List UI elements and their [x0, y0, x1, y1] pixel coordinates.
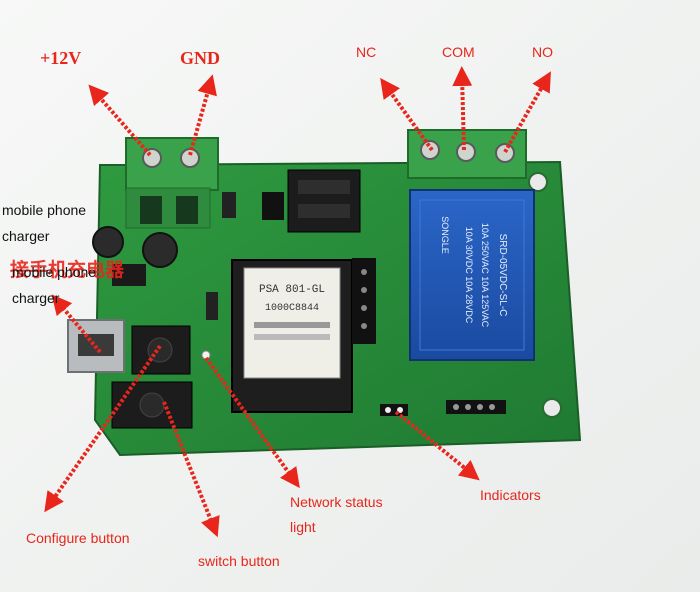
mount-hole: [542, 398, 562, 418]
screw-terminal: [180, 148, 200, 168]
label-nc: NC: [356, 44, 377, 60]
power-terminal-block: [125, 137, 219, 229]
module-model-text: PSA 801-GL: [259, 284, 325, 296]
relay: SRD-05VDC-SL-C 10A 250VAC 10A 125VAC 10A…: [409, 189, 535, 361]
arrow-com: [452, 66, 473, 151]
wifi-module: PSA 801-GL 1000C8844: [231, 258, 376, 413]
mount-hole: [528, 172, 548, 192]
arrow-indicators: [394, 410, 480, 481]
arrow-no: [503, 71, 551, 153]
module-serial-text: 1000C8844: [265, 303, 319, 314]
label-no: NO: [532, 44, 553, 60]
relay-terminal-block: [407, 129, 527, 179]
relay-brand-text: SONGLE: [440, 216, 450, 254]
label-network-status-line2: light: [290, 519, 316, 535]
capacitors: [92, 226, 178, 286]
indicator-leds: [380, 404, 408, 416]
arrow-charger: [51, 294, 102, 354]
switch-button-part: [111, 381, 193, 429]
arrow-network: [204, 356, 300, 489]
smd-component: [206, 292, 218, 320]
arrow-switch: [162, 401, 220, 538]
arrow-gnd: [188, 74, 217, 156]
arrow-nc: [380, 77, 434, 152]
label-network-status-line1: Network status: [290, 494, 383, 510]
annotation-arrows: [44, 66, 551, 538]
label-charger-2-line2: charger: [12, 290, 60, 306]
label-switch-button: switch button: [198, 553, 280, 569]
label-configure-button: Configure button: [26, 530, 130, 546]
relay-model-text: SRD-05VDC-SL-C: [497, 234, 508, 317]
label-charger-2-line1: mobile phone: [12, 264, 97, 280]
label-charger-1-line1: mobile phone: [2, 202, 87, 218]
label-gnd: GND: [180, 48, 220, 68]
bottom-header: [446, 400, 506, 414]
configure-button-part: [131, 325, 191, 375]
screw-terminal: [495, 143, 515, 163]
regulator-chip: [262, 169, 361, 233]
label-charger-1-line2: charger: [2, 228, 50, 244]
relay-rating-text: 10A 250VAC 10A 125VAC: [480, 223, 490, 328]
network-led: [201, 350, 211, 360]
label-plus12v: +12V: [40, 48, 82, 68]
arrow-configure: [44, 344, 162, 513]
label-com: COM: [442, 44, 475, 60]
smd-component: [222, 192, 236, 218]
arrow-plus12v: [88, 84, 152, 157]
relay-rating-text-2: 10A 30VDC 10A 28VDC: [464, 227, 474, 324]
label-indicators: Indicators: [480, 487, 541, 503]
screw-terminal: [456, 142, 476, 162]
label-chinese-caption: 接手机充电器: [10, 259, 125, 281]
